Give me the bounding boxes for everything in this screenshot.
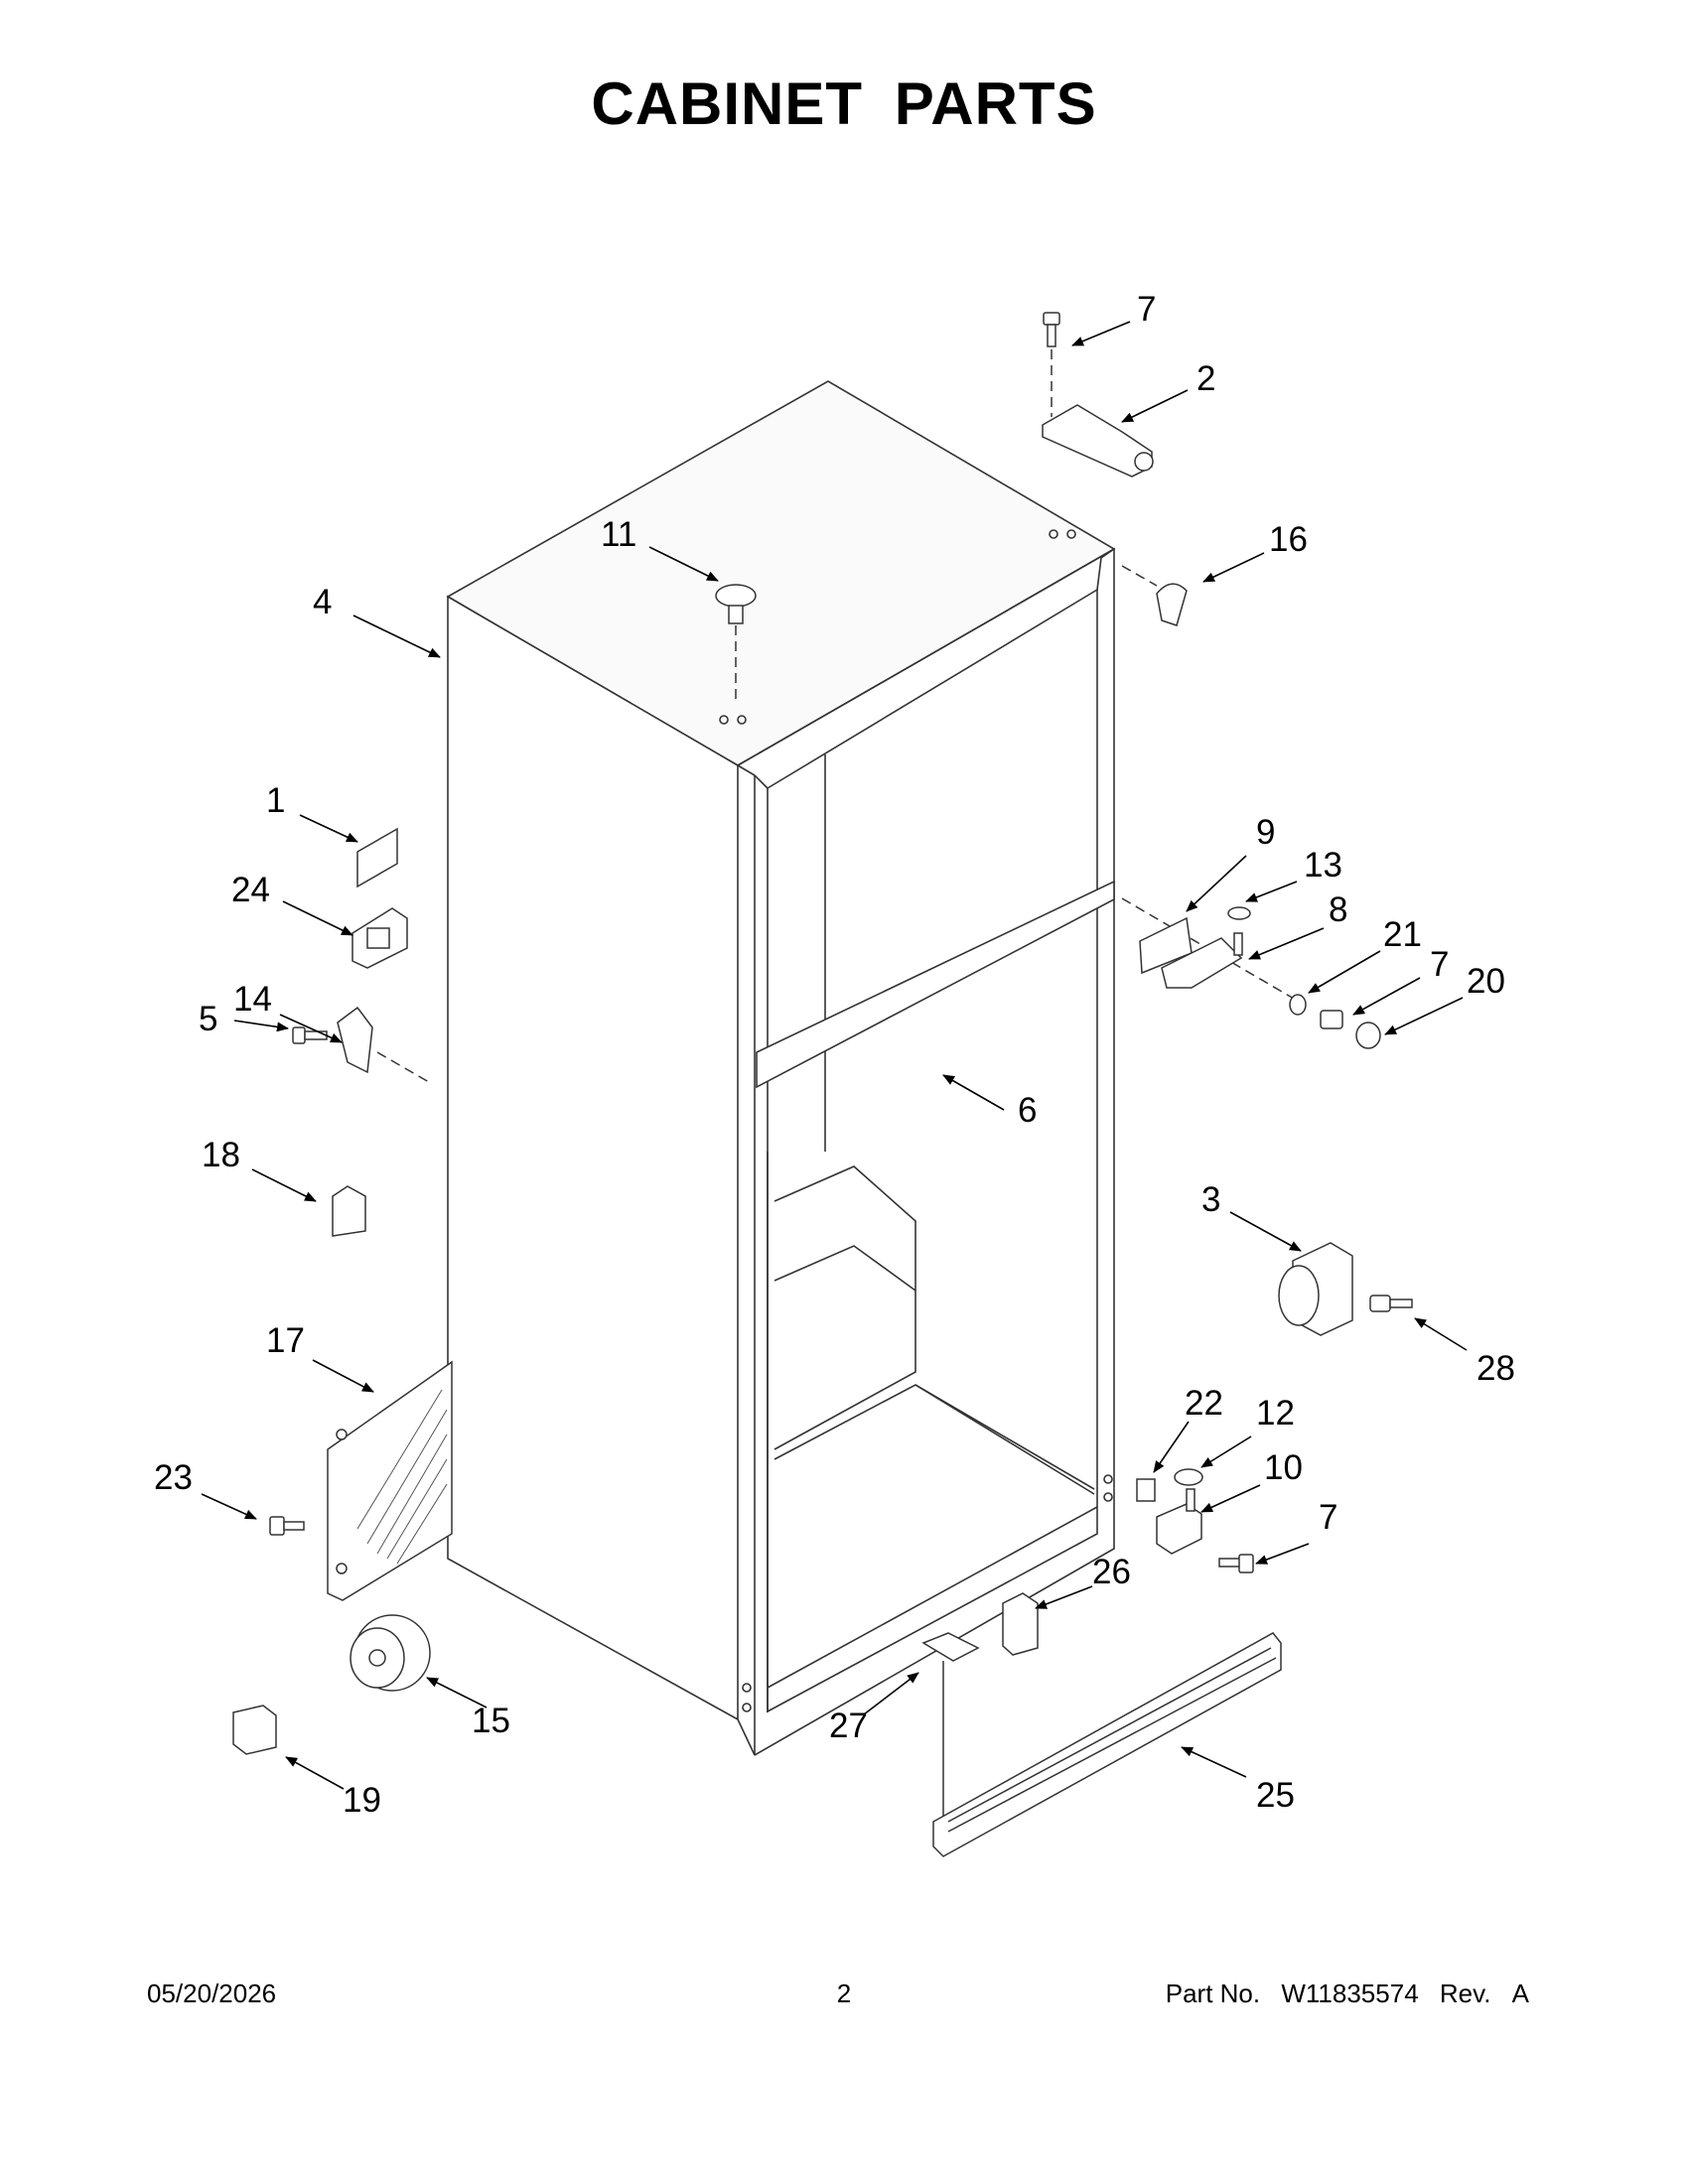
- callout-11: 11: [601, 515, 636, 554]
- hinge-cover-16: [1156, 583, 1188, 626]
- access-panel-17: [327, 1360, 453, 1601]
- callout-14: 14: [233, 980, 272, 1019]
- bracket-10: [1156, 1488, 1202, 1555]
- footer-part-number: Part No. W11835574 Rev. A: [1166, 1979, 1529, 2009]
- roller-15: [350, 1614, 431, 1692]
- callout-7-bottom: 7: [1319, 1498, 1337, 1537]
- screw-23: [269, 1516, 305, 1536]
- callout-9: 9: [1256, 813, 1275, 852]
- callout-labels: 7 2 11 16 4 1 24 5 14 9 13 8 21 7 20 6 1…: [154, 290, 1515, 1820]
- top-hinge-2: [1042, 404, 1154, 478]
- screw-5: [292, 1026, 328, 1044]
- callout-8: 8: [1329, 890, 1347, 929]
- callout-15: 15: [472, 1702, 510, 1740]
- callout-27: 27: [829, 1706, 868, 1745]
- callout-13: 13: [1304, 846, 1342, 885]
- callout-21: 21: [1383, 915, 1422, 954]
- center-hinge-assembly: [1121, 897, 1381, 1049]
- callout-28: 28: [1477, 1349, 1515, 1388]
- callout-22: 22: [1185, 1384, 1223, 1423]
- part-shapes: [232, 312, 1413, 1857]
- hinge-bracket-14: [337, 1006, 430, 1083]
- screw-7-bottom: [1218, 1554, 1254, 1573]
- callout-19: 19: [343, 1781, 381, 1820]
- washer-12: [1174, 1468, 1203, 1486]
- callout-1: 1: [266, 781, 285, 820]
- callout-23: 23: [154, 1458, 193, 1497]
- callout-6: 6: [1018, 1091, 1037, 1130]
- callout-18: 18: [202, 1136, 240, 1174]
- footer-date: 05/20/2026: [147, 1979, 277, 2008]
- callout-arrows: [201, 321, 1468, 1790]
- part-no-value: W11835574: [1281, 1979, 1419, 2008]
- tab-27: [921, 1632, 980, 1832]
- bracket-24: [352, 907, 408, 969]
- callout-24: 24: [231, 871, 270, 909]
- callout-5: 5: [199, 1000, 217, 1038]
- footer-page-number: 2: [836, 1979, 852, 2008]
- shim-22: [1136, 1478, 1156, 1502]
- foot-19: [232, 1705, 277, 1755]
- callout-16: 16: [1269, 520, 1308, 559]
- callout-3: 3: [1201, 1180, 1220, 1219]
- part-no-label: Part No.: [1165, 1979, 1261, 2008]
- screw-top-7: [1043, 312, 1060, 417]
- callout-25: 25: [1256, 1776, 1295, 1815]
- rev-value: A: [1511, 1979, 1529, 2008]
- cabinet-body: [446, 380, 1116, 1756]
- callout-10: 10: [1264, 1448, 1303, 1487]
- grille-25: [932, 1632, 1282, 1857]
- callout-7-top: 7: [1137, 290, 1156, 329]
- shim-1: [356, 827, 398, 888]
- plug-button-11: [715, 584, 757, 700]
- clip-26: [1002, 1592, 1039, 1656]
- bottom-hinge-3: [1278, 1242, 1413, 1336]
- clip-18: [332, 1185, 366, 1237]
- callout-12: 12: [1256, 1394, 1295, 1433]
- callout-4: 4: [313, 583, 332, 621]
- callout-17: 17: [266, 1321, 305, 1360]
- callout-7-mid: 7: [1430, 945, 1449, 984]
- rev-label: Rev.: [1439, 1979, 1491, 2008]
- callout-2: 2: [1196, 359, 1215, 398]
- page-title: CABINET PARTS: [591, 70, 1097, 137]
- callout-20: 20: [1467, 962, 1505, 1001]
- callout-26: 26: [1092, 1553, 1131, 1591]
